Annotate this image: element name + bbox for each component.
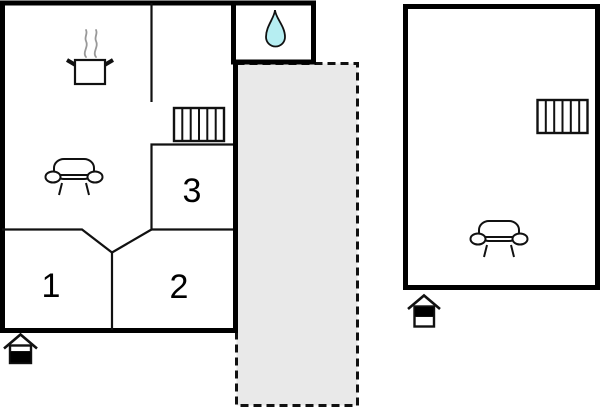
room-1-label: 1: [42, 267, 61, 305]
stairs-icon: [536, 98, 589, 135]
steaming-pot-icon: [65, 29, 115, 86]
ground-floor-outer-wall: [0, 0, 238, 333]
bedroom-front-walls: [2, 228, 153, 254]
entrance-house-upper-floor-icon: [407, 293, 441, 328]
upper-floor-outer-wall: [403, 4, 600, 290]
room-2-label: 2: [170, 268, 189, 306]
room3-walls: [150, 143, 233, 231]
entrance-house-ground-floor-icon: [3, 332, 38, 365]
terrace-area: [235, 62, 359, 407]
room-3-label: 3: [183, 172, 202, 210]
stairs-icon: [172, 106, 226, 143]
water-drop-icon: [265, 9, 286, 48]
upper-floor-plan: [403, 4, 600, 328]
water-drop-shape: [265, 9, 286, 48]
ground-floor-plan: 1 2 3: [0, 0, 316, 365]
